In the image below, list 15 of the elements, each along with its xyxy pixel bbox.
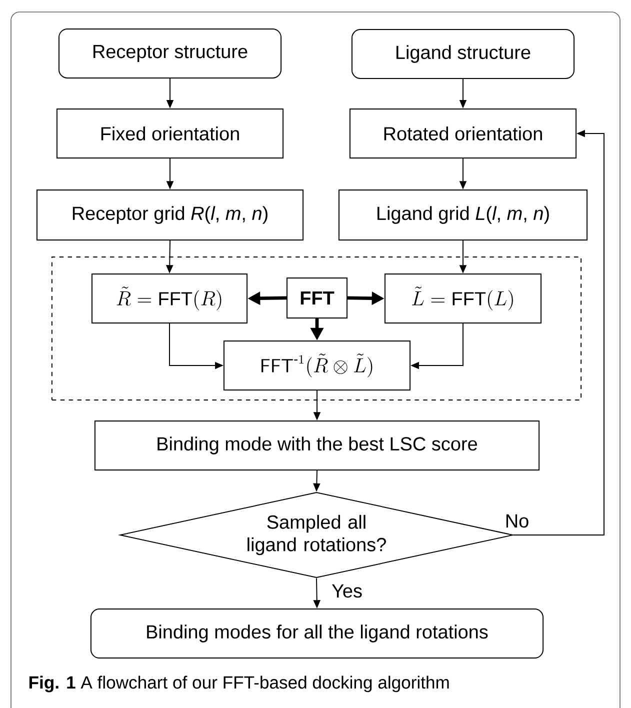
dashed-group-box: [51, 256, 582, 401]
process-box: Receptor grid R(l, m, n): [36, 190, 304, 240]
figure-caption: Fig. 1 A flowchart of our FFT-based docking algorithm: [29, 676, 449, 692]
process-box: Binding mode with the best LSC score: [94, 420, 540, 470]
process-box: $\tilde{L} = \mathrm{FFT}(L)$: [384, 274, 542, 324]
process-box: Fixed orientation: [56, 108, 284, 158]
terminal-box: Receptor structure: [58, 28, 282, 78]
terminal-box: Binding modes for all the ligand rotations: [90, 608, 544, 658]
process-box: Rotated orientation: [349, 108, 577, 158]
process-box: $\tilde{R} = \mathrm{FFT}(R)$: [92, 274, 248, 324]
process-box: $\mathsf{FFT}^{\text{-}1}(\tilde{R} \otimes \tilde{L})$: [223, 340, 411, 390]
process-box: FFT: [286, 278, 348, 318]
process-box: Ligand grid L(l, m, n): [338, 190, 588, 240]
terminal-box: Ligand structure: [351, 29, 575, 79]
edge-label: Yes: [330, 582, 364, 600]
